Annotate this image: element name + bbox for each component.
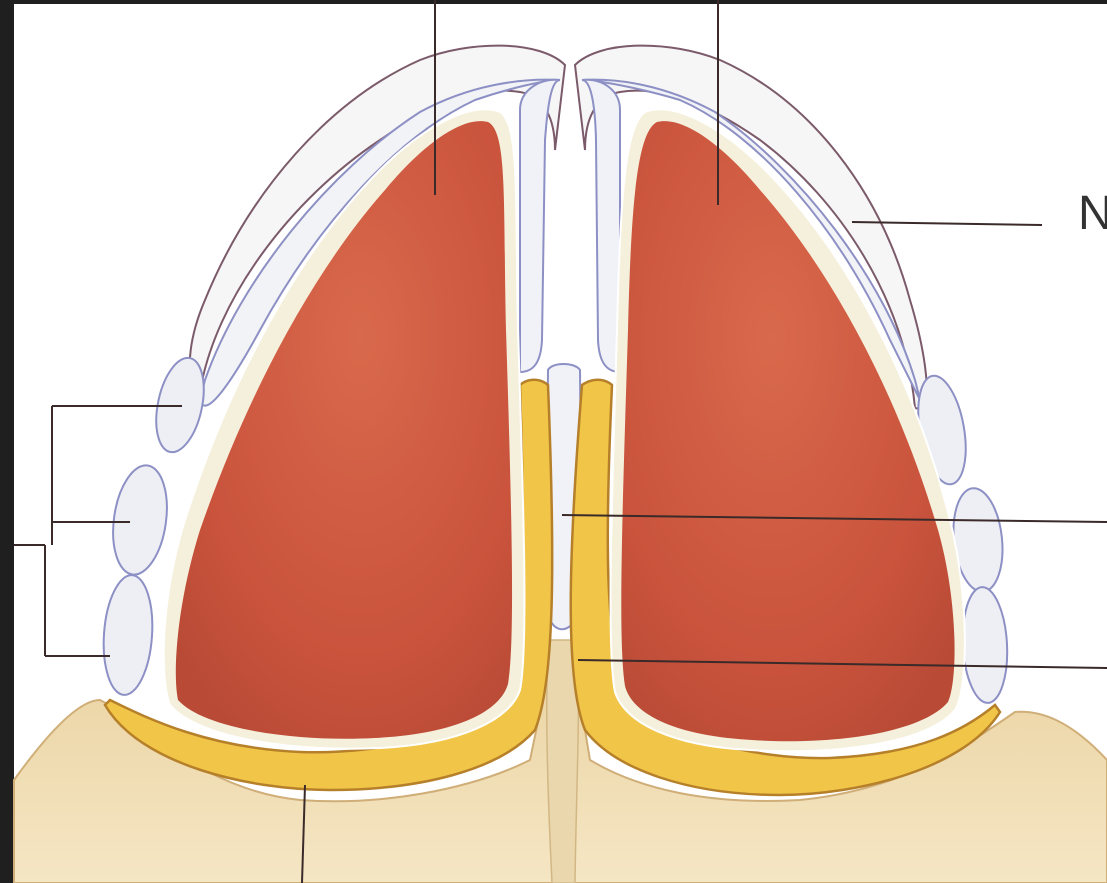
cut-off-label: N xyxy=(1078,190,1107,238)
